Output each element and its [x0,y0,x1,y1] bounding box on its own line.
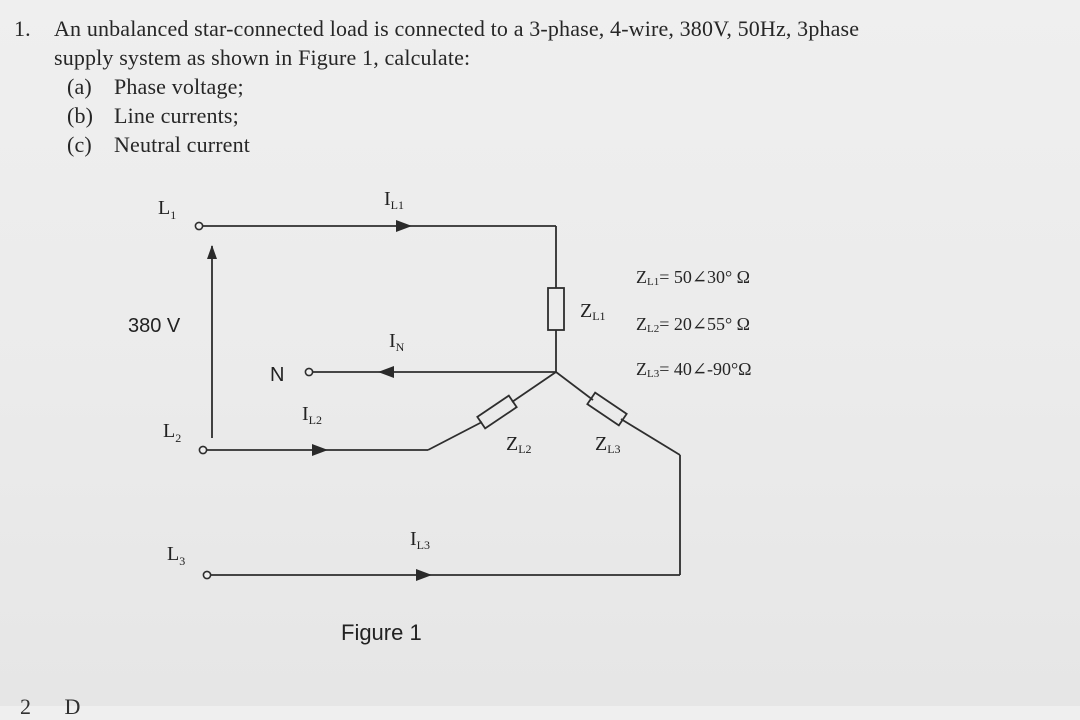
label-il2: IL2 [302,403,322,427]
question-line-1: 1. An unbalanced star-connected load is c… [14,14,1064,43]
next-question-fragment: 2 D [20,694,80,720]
terminal-n [304,367,314,377]
label-l2: L2 [163,420,181,445]
figure-caption: Figure 1 [341,620,422,645]
label-in: IN [389,330,405,354]
wire-zl2-to-l2 [427,421,483,451]
value-zl3: ZL3= 40∠-90°Ω [636,359,752,380]
next-question-text: D [64,694,81,719]
label-n: N [270,364,284,386]
label-zl2: ZL2 [506,433,532,456]
arrow-il2 [312,444,328,456]
voltage-label: 380 V [128,315,181,337]
value-zl1: ZL1= 50∠30° Ω [636,267,750,288]
label-il3: IL3 [410,528,430,552]
item-letter: (c) [67,132,92,157]
label-zl3: ZL3 [595,433,621,456]
question-line-2: supply system as shown in Figure 1, calc… [54,45,471,70]
question-item-c: (c) Neutral current [14,130,1064,159]
item-text: Line currents; [114,103,239,128]
wire-zl3-to-corner [620,418,681,456]
label-il1: IL1 [384,188,404,212]
resistor-zl2 [476,394,518,430]
resistor-zl3 [586,391,628,427]
label-zl1: ZL1 [580,300,606,323]
item-text: Phase voltage; [114,74,244,99]
terminal-l1 [194,221,204,231]
wire-star-to-zl2 [511,371,557,403]
item-text: Neutral current [114,132,251,157]
arrow-in [378,366,394,378]
wire-star-to-zl3 [555,371,594,401]
impedance-values: ZL1= 50∠30° Ω ZL2= 20∠55° Ω ZL3= 40∠-90°… [636,267,752,380]
question-item-a: (a) Phase voltage; [14,72,1064,101]
question-text-line-1: An unbalanced star-connected load is con… [54,16,860,41]
label-l1: L1 [158,197,176,222]
arrow-il3 [416,569,432,581]
question-item-b: (b) Line currents; [14,101,1064,130]
arrow-il1 [396,220,412,232]
label-l3: L3 [167,543,185,568]
resistor-zl1 [547,287,565,331]
item-letter: (a) [67,74,92,99]
terminal-l3 [202,570,212,580]
value-zl2: ZL2= 20∠55° Ω [636,314,750,335]
terminal-l2 [198,445,208,455]
next-question-number: 2 [20,694,31,719]
item-letter: (b) [67,103,94,128]
question-number: 1. [14,16,31,41]
question-1: 1. An unbalanced star-connected load is c… [14,14,1064,159]
